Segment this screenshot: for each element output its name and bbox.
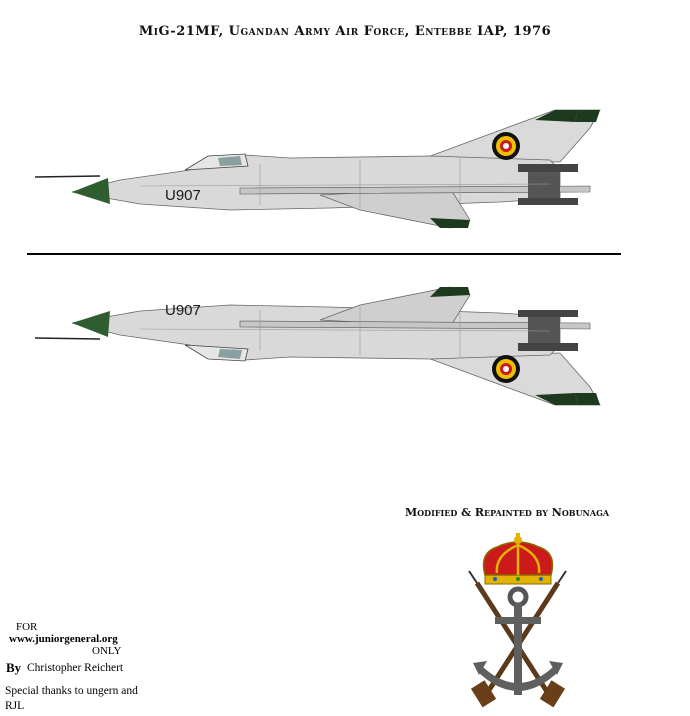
- emblem: [468, 533, 567, 708]
- page-title: MiG-21MF, Ugandan Army Air Force, Entebb…: [138, 24, 552, 39]
- footer-for: FOR: [16, 621, 38, 633]
- aircraft-serial: U907: [165, 187, 201, 204]
- anchor-icon: [473, 586, 563, 695]
- roundel-icon: [492, 355, 520, 383]
- aircraft-side-profile: U907: [34, 109, 601, 229]
- footer-site-link[interactable]: www.juniorgeneral.org: [9, 633, 118, 645]
- crown-icon: [482, 533, 554, 585]
- footer-author: Christopher Reichert: [27, 662, 124, 674]
- fuselage-flipped: [34, 286, 601, 406]
- credit-line: Modified & Repainted by Nobunaga: [405, 506, 610, 519]
- aircraft-serial-mirrored: U907: [165, 302, 201, 319]
- fuselage: [34, 109, 601, 229]
- aircraft-flipped-profile: U907: [34, 286, 601, 406]
- footer-by: By: [6, 660, 22, 675]
- roundel-icon: [492, 132, 520, 160]
- divider: [27, 253, 621, 255]
- footer-thanks: Special thanks to ungern and RJL: [5, 685, 138, 712]
- footer-only: ONLY: [92, 645, 122, 657]
